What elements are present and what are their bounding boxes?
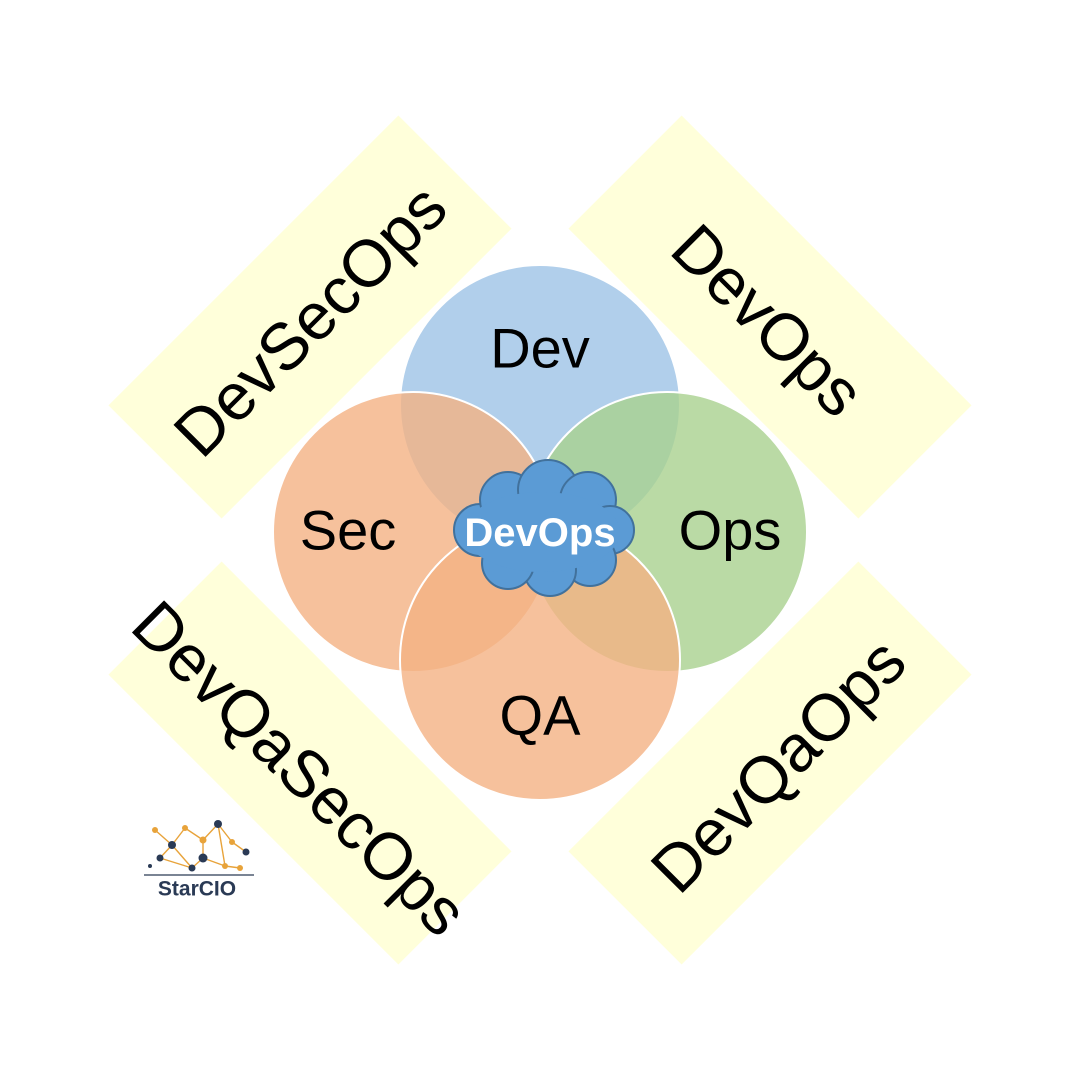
network-nodes	[148, 820, 250, 872]
band-devsecops	[108, 115, 512, 519]
logo-text: StarCIO	[158, 878, 236, 901]
center-cloud: DevOps	[453, 459, 635, 597]
band-devqaops	[568, 561, 972, 965]
circle-label-qa: QA	[500, 684, 582, 747]
bands	[108, 115, 972, 965]
circle-label-sec: Sec	[300, 499, 397, 562]
starcio-logo: StarCIO	[144, 820, 254, 901]
center-label: DevOps	[464, 511, 615, 555]
circle-label-ops: Ops	[679, 499, 782, 562]
circle-label-dev: Dev	[490, 317, 590, 380]
band-devops	[568, 115, 972, 519]
circle-labels: Dev Ops Sec QA	[300, 317, 782, 747]
band-devqasecops	[108, 561, 512, 965]
venn	[272, 264, 808, 801]
